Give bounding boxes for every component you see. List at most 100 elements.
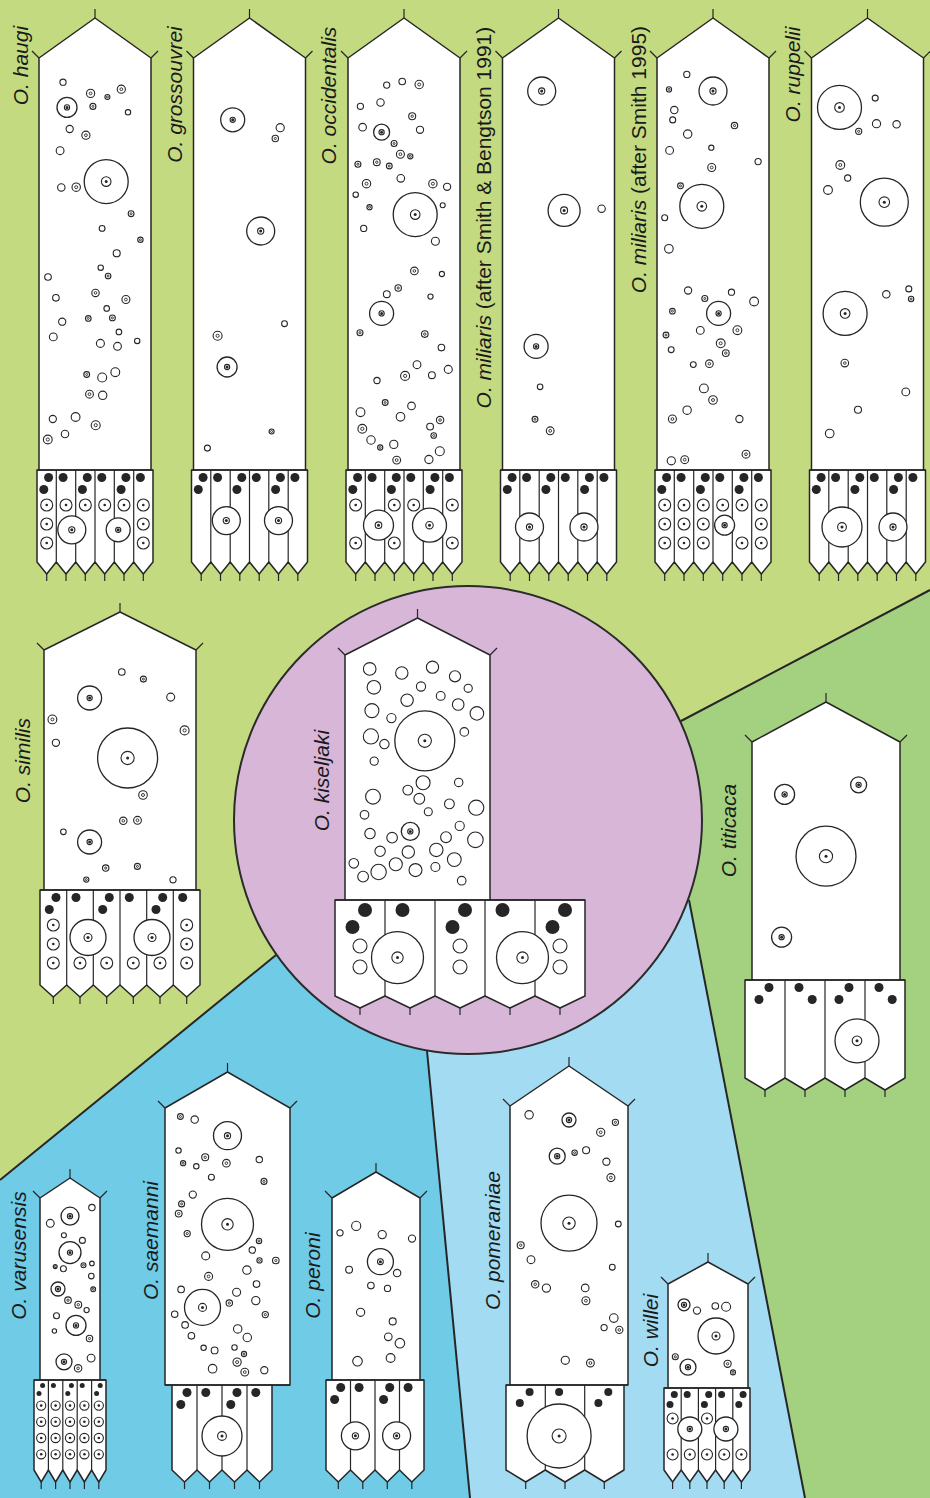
suture-tick	[896, 574, 897, 581]
chamberlet	[431, 863, 440, 872]
chamberlet	[446, 499, 458, 511]
chamber-core	[55, 1286, 60, 1291]
suture-tick	[158, 1101, 165, 1108]
chamberlet-dot	[69, 1404, 72, 1407]
chamberlet	[393, 456, 401, 464]
chamberlet	[444, 183, 451, 190]
chamberlet-core	[610, 1176, 613, 1179]
suture-tick	[98, 1482, 99, 1489]
chamber-dot	[126, 757, 129, 760]
species-label: O. willei	[639, 1293, 662, 1367]
chamberlet	[453, 939, 467, 953]
chamberlet-dot	[721, 504, 724, 507]
chamberlet-dot	[79, 962, 82, 965]
suture-tick	[184, 1482, 185, 1489]
black-dot	[121, 473, 130, 482]
chamberlet-core	[574, 1152, 576, 1154]
black-dot	[701, 473, 710, 482]
chamberlet	[702, 296, 708, 302]
region-border	[427, 1051, 470, 1498]
chamberlet-core	[258, 1240, 260, 1242]
chamberlet	[824, 186, 833, 195]
chamberlet-core	[77, 1304, 79, 1306]
chamber-wall	[668, 1387, 748, 1388]
chamber-ring	[413, 508, 447, 542]
chamberlet	[436, 416, 443, 423]
chamberlet	[51, 1450, 60, 1459]
chamberlet	[697, 499, 709, 511]
chamberlet-core	[683, 458, 686, 461]
chamber-ring	[202, 1416, 242, 1456]
chamberlet-dot	[723, 1453, 726, 1456]
suture-tick	[857, 574, 858, 581]
chamberlet-core	[88, 393, 91, 396]
chamberlet	[561, 1356, 569, 1364]
chamberlet-dot	[760, 542, 763, 545]
suture-tick	[355, 574, 356, 581]
chamberlet-core	[182, 1162, 184, 1164]
chamber-wall	[173, 890, 174, 985]
suture-tick	[411, 1482, 412, 1489]
species-label: O. miliaris (after Smith 1995)	[627, 26, 650, 293]
chamber-dot	[259, 230, 262, 233]
chamberlet	[390, 440, 398, 448]
chamber-ring	[59, 1242, 81, 1264]
black-dot	[855, 473, 864, 482]
chamber-dot	[715, 1335, 718, 1338]
chamberlet	[94, 1450, 103, 1459]
chamberlet-core	[46, 438, 49, 441]
black-dot	[503, 485, 512, 494]
black-dot	[379, 1395, 388, 1404]
chamber-dot	[535, 345, 538, 348]
chamberlet	[226, 1300, 232, 1306]
suture-tick	[290, 1101, 297, 1108]
chamberlet	[736, 537, 748, 549]
suture-tick	[884, 1090, 885, 1097]
chamberlet-core	[424, 333, 426, 335]
source-note: (after Smith & Bengtson 1991)	[472, 26, 495, 314]
chamberlet-core	[745, 453, 748, 456]
chamberlet-dot	[706, 1453, 709, 1456]
chamber-core	[838, 523, 847, 532]
suture-tick	[452, 574, 453, 581]
chamberlet	[59, 318, 66, 325]
chamberlet	[276, 124, 284, 132]
chamber-wall	[810, 469, 926, 470]
chamber-core	[563, 1217, 575, 1229]
chamber-ring	[680, 184, 724, 228]
suture-tick	[568, 1057, 569, 1066]
chamber-dot	[63, 1360, 66, 1363]
chamberlet	[233, 1358, 241, 1366]
chamberlet	[696, 327, 704, 335]
suture-tick	[510, 574, 511, 581]
chamberlet	[537, 384, 543, 390]
chamberlet-core	[725, 352, 727, 354]
chamberlet	[353, 939, 367, 953]
chamber-dot	[423, 739, 426, 742]
chamberlet	[176, 1148, 181, 1153]
chamberlet	[382, 400, 388, 406]
chamberlet	[272, 135, 278, 141]
chamberlet	[436, 692, 445, 701]
suture-tick	[606, 574, 607, 581]
chamberlet	[353, 192, 358, 197]
chamber-ring	[374, 124, 390, 140]
black-dot	[735, 485, 744, 494]
chamberlet	[65, 1433, 74, 1442]
black-dot	[385, 1383, 394, 1392]
chamber-wall	[752, 979, 900, 980]
chamberlet	[683, 406, 691, 414]
chamberlet	[583, 1147, 590, 1154]
suture-tick	[490, 648, 497, 655]
chamberlet	[427, 423, 434, 430]
chamberlet	[365, 828, 375, 838]
chamber-ring	[562, 1113, 576, 1127]
chamberlet	[61, 1233, 66, 1238]
chamberlet	[755, 499, 767, 511]
chamber-core	[121, 751, 134, 764]
chamber-dot	[57, 1288, 60, 1291]
chamberlet-core	[51, 718, 54, 721]
black-dot	[870, 473, 879, 482]
chamberlet	[86, 390, 94, 398]
fossil-outline	[810, 18, 926, 574]
